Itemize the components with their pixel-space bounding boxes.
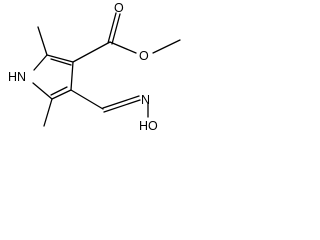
structure-diagram: HN O O N HO bbox=[8, 1, 181, 133]
atom-label-nh: HN bbox=[8, 70, 26, 84]
bond-c3-carbonyl bbox=[72, 41, 111, 63]
bond-ch-n-double-2 bbox=[103, 99, 141, 113]
bond-c5-methyl bbox=[43, 98, 53, 127]
bond-c5-n1 bbox=[32, 82, 53, 100]
atom-label-o-carbonyl: O bbox=[114, 1, 124, 15]
bond-c-o-ester bbox=[109, 41, 137, 54]
bond-c4-c5-inner bbox=[50, 86, 68, 96]
bond-c2-c3 bbox=[46, 54, 74, 63]
atom-label-n-oxime: N bbox=[141, 93, 150, 107]
bond-n1-c2 bbox=[33, 54, 48, 71]
atom-label-oh: HO bbox=[139, 119, 158, 133]
bond-c2-c3-inner bbox=[50, 58, 72, 66]
bond-c4-c5 bbox=[51, 89, 72, 100]
bond-o-methyl bbox=[152, 39, 181, 54]
bond-c3-c4 bbox=[70, 61, 74, 91]
bond-ch-n-double-1 bbox=[102, 95, 140, 109]
bond-c-o-double-2 bbox=[111, 13, 121, 45]
bond-c4-ch bbox=[70, 89, 104, 110]
bond-c-o-double-1 bbox=[107, 12, 117, 44]
atom-label-o-ester: O bbox=[139, 49, 149, 63]
bond-c2-methyl bbox=[37, 26, 48, 56]
